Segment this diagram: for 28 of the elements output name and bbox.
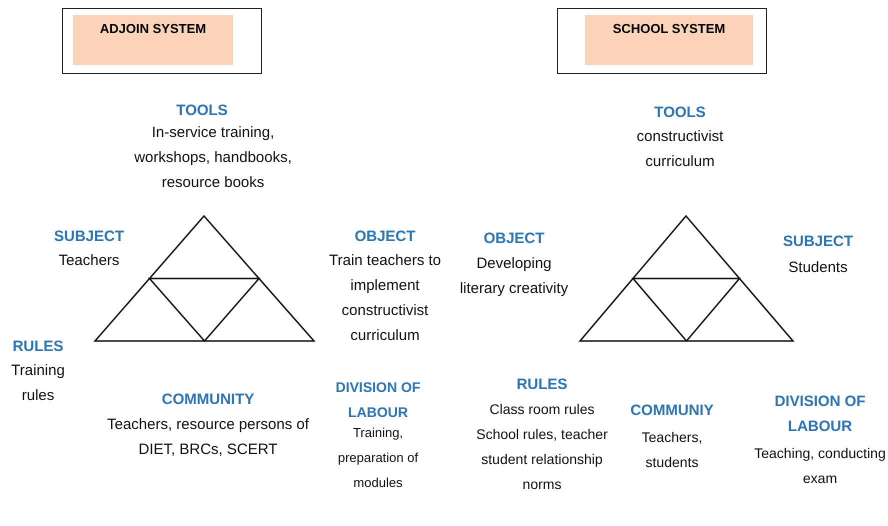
section-heading: OBJECT xyxy=(482,229,546,249)
section-heading: DIVISION OF LABOUR xyxy=(334,378,422,422)
section-heading: SUBJECT xyxy=(52,227,125,247)
section-heading: COMMUNITY xyxy=(160,390,256,410)
description-text: Developing literary creativity xyxy=(459,254,569,299)
description-text: In-service training, workshops, handbooks, resource books xyxy=(133,123,293,193)
description-text: Teachers, students xyxy=(640,428,704,472)
description-text: Teachers, resource persons of DIET, BRCs, SCERT xyxy=(106,415,310,460)
section-heading: RULES xyxy=(12,337,64,357)
system-title: SCHOOL SYSTEM xyxy=(585,15,753,65)
section-heading: COMMUNIY xyxy=(629,401,715,421)
description-text: Teachers xyxy=(58,251,120,271)
description-text: Teaching, conducting exam xyxy=(753,444,887,488)
system-title: ADJOIN SYSTEM xyxy=(73,15,233,65)
section-heading: SUBJECT xyxy=(782,232,854,252)
description-text: Class room rules School rules, teacher student relationship norms xyxy=(475,400,609,494)
section-heading: DIVISION OF LABOUR xyxy=(774,392,866,437)
description-text: Training, preparation of modules xyxy=(336,424,420,492)
section-heading: RULES xyxy=(516,375,568,395)
title-frame xyxy=(557,8,767,74)
description-text: Students xyxy=(787,258,849,278)
section-heading: TOOLS xyxy=(653,103,707,123)
title-frame xyxy=(62,8,262,74)
description-text: Training rules xyxy=(10,361,66,406)
section-heading: TOOLS xyxy=(175,101,229,121)
section-heading: OBJECT xyxy=(354,227,416,247)
description-text: Train teachers to implement constructivist curriculum xyxy=(328,251,442,346)
description-text: constructivist curriculum xyxy=(636,127,724,172)
